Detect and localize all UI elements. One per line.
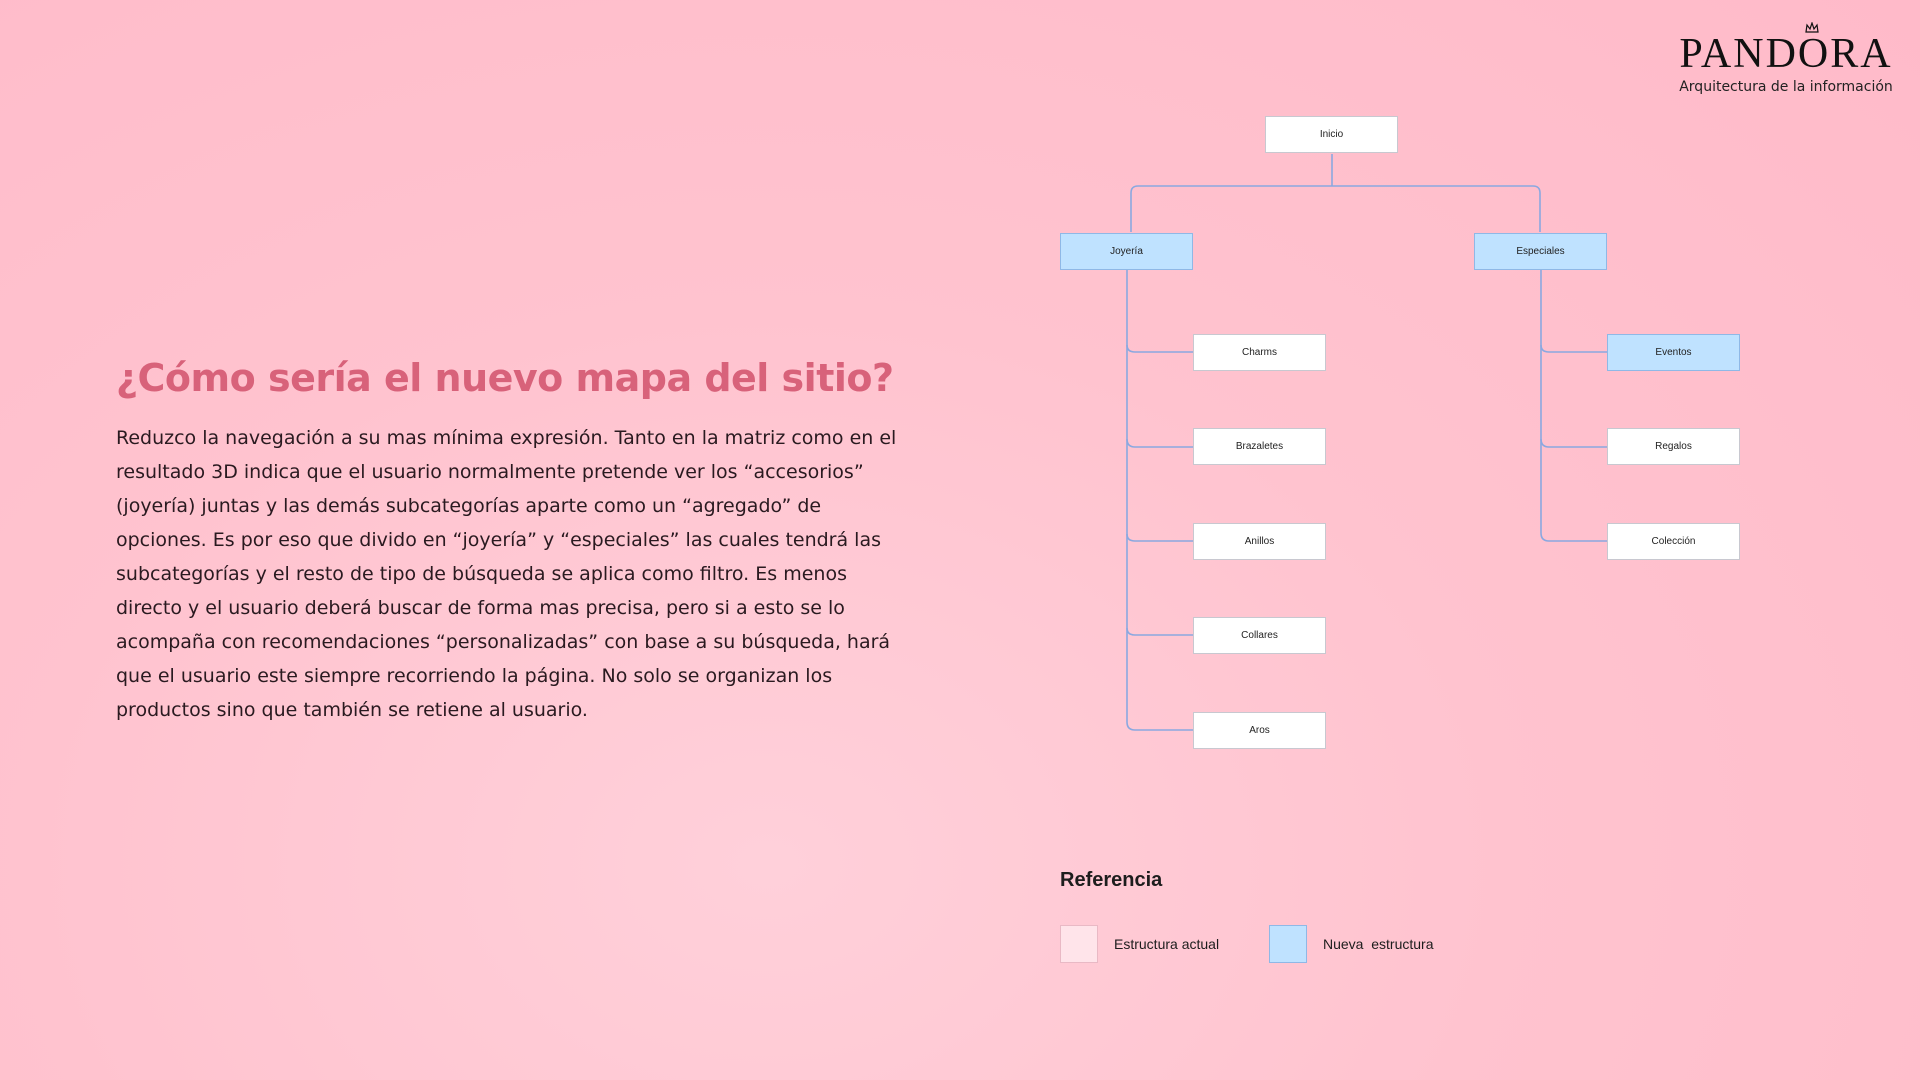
node-eventos: Eventos <box>1607 334 1740 371</box>
legend-swatch-new <box>1269 925 1307 963</box>
brand-logo: PANDORA Arquitectura de la información <box>1676 22 1896 95</box>
page-title: ¿Cómo sería el nuevo mapa del sitio? <box>116 356 894 400</box>
node-charms: Charms <box>1193 334 1326 371</box>
connector-to-collares <box>1126 627 1193 636</box>
connector-to-brazaletes <box>1126 438 1193 448</box>
node-aros: Aros <box>1193 712 1326 749</box>
node-anillos: Anillos <box>1193 523 1326 560</box>
description-paragraph: Reduzco la navegación a su mas mínima ex… <box>116 427 897 721</box>
legend-item-current: Estructura actual <box>1060 925 1219 963</box>
connector-to-anillos <box>1126 533 1193 542</box>
legend-title: Referencia <box>1060 869 1163 891</box>
legend-label-current: Estructura actual <box>1114 936 1220 952</box>
node-joyeria: Joyería <box>1060 233 1193 270</box>
node-collares: Collares <box>1193 617 1326 654</box>
connector-joyeria-trunk <box>1126 270 1193 731</box>
node-inicio: Inicio <box>1265 116 1398 153</box>
crown-icon <box>1805 22 1819 33</box>
connector-root-bus <box>1130 185 1541 194</box>
connector-especiales-trunk <box>1540 270 1607 542</box>
legend-label-new: Nueva estructura <box>1323 936 1434 952</box>
connector-to-charms <box>1126 344 1193 353</box>
node-especiales: Especiales <box>1474 233 1607 270</box>
connector-to-regalos <box>1540 438 1607 448</box>
legend-swatch-current <box>1060 925 1098 963</box>
legend-item-new: Nueva estructura <box>1269 925 1434 963</box>
connector-to-eventos <box>1540 344 1607 353</box>
node-brazaletes: Brazaletes <box>1193 428 1326 465</box>
node-regalos: Regalos <box>1607 428 1740 465</box>
node-coleccion: Colección <box>1607 523 1740 560</box>
brand-name: PANDORA <box>1679 31 1893 77</box>
brand-subtitle: Arquitectura de la información <box>1679 79 1893 95</box>
